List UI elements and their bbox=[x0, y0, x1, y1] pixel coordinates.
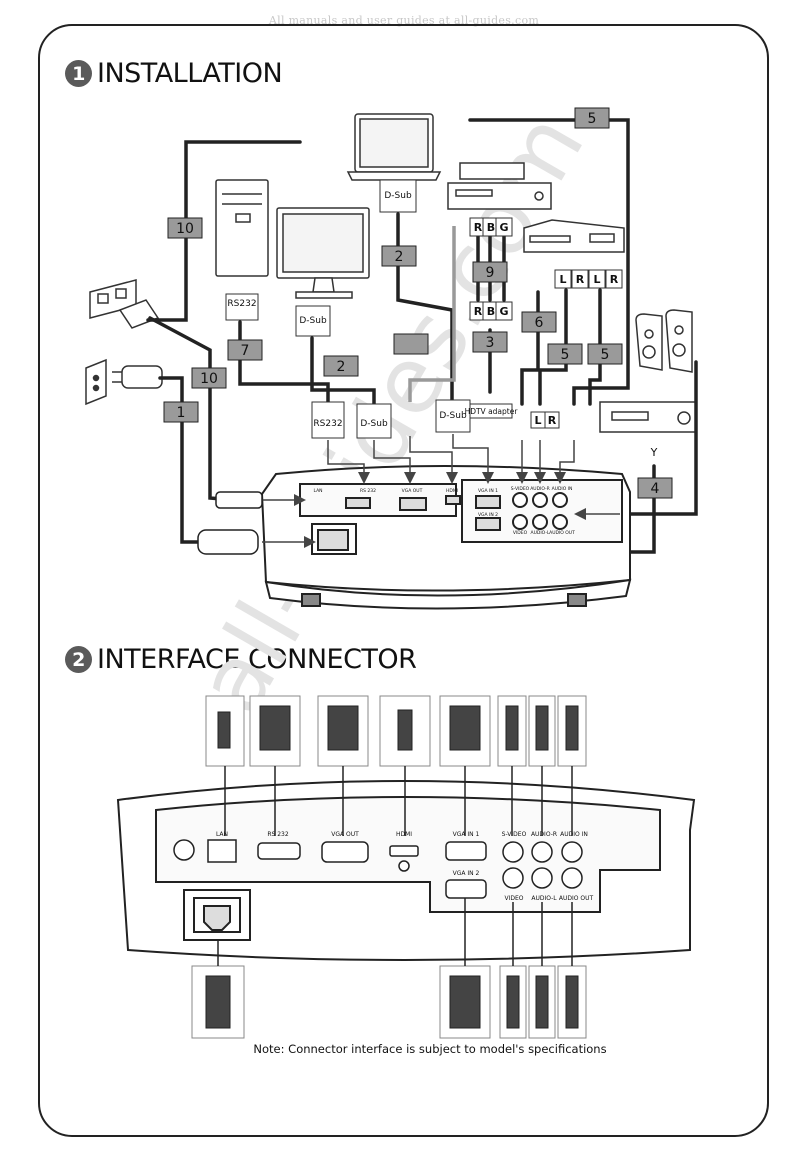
port-label-vga-in-1: VGA IN 1 bbox=[453, 831, 480, 838]
port-label-vga-in-2: VGA IN 2 bbox=[453, 870, 480, 877]
power-wall-socket-icon bbox=[85, 358, 107, 406]
cable-badge-2b: 2 bbox=[337, 359, 346, 375]
cable-badge-5c: 5 bbox=[601, 347, 610, 363]
power-plug-icon bbox=[112, 365, 163, 389]
audio-r-port-icon bbox=[531, 841, 553, 863]
port-label-rs232: RS 232 bbox=[267, 831, 289, 838]
header-note: All manuals and user guides at all-guide… bbox=[268, 14, 540, 27]
monitor-icon bbox=[276, 207, 370, 299]
hdmi-cable bbox=[408, 226, 456, 402]
rs232-top-label: RS232 bbox=[227, 299, 256, 309]
section-title: INSTALLATION bbox=[97, 58, 283, 89]
vcr-icon bbox=[523, 219, 625, 253]
proj-port-lan: LAN bbox=[313, 488, 322, 494]
rgb-top-r: R bbox=[474, 221, 483, 234]
cable-badge-2a: 2 bbox=[395, 249, 404, 265]
cable-badge-9: 9 bbox=[486, 265, 495, 281]
cable-badge-6: 6 bbox=[535, 315, 544, 331]
proj-port-s-video: S-VIDEO bbox=[511, 486, 530, 492]
proj-port-rs232: RS 232 bbox=[360, 488, 376, 494]
s-video-port-icon bbox=[502, 841, 524, 863]
dvd-player-icon bbox=[447, 162, 552, 210]
dsub-laptop-label: D-Sub bbox=[384, 191, 412, 201]
cable-badge-7: 7 bbox=[241, 343, 250, 359]
section-heading-installation: 1 INSTALLATION bbox=[65, 58, 283, 89]
proj-port-hdmi: HDMI bbox=[446, 488, 458, 494]
section-title: INTERFACE CONNECTOR bbox=[97, 644, 417, 675]
rgb-bottom-b: B bbox=[487, 305, 495, 318]
port-label-video: VIDEO bbox=[504, 895, 523, 902]
proj-port-vga-out: VGA OUT bbox=[402, 488, 423, 494]
vga-in-1-port-icon bbox=[445, 841, 487, 861]
projector-rear-illustration bbox=[260, 465, 632, 610]
pc-tower-icon bbox=[215, 179, 269, 277]
proj-port-audio-l: AUDIO-L bbox=[531, 530, 550, 536]
audio-l-1: L bbox=[559, 273, 566, 286]
proj-port-audio-out: AUDIO OUT bbox=[549, 530, 575, 536]
proj-port-video: VIDEO bbox=[513, 530, 528, 536]
cable-badge-4: 4 bbox=[651, 481, 660, 497]
page-frame bbox=[38, 24, 769, 1137]
audio-out-port-icon bbox=[561, 867, 583, 889]
proj-port-vga-in-1: VGA IN 1 bbox=[478, 488, 498, 494]
dsub-bottom-left-label: D-Sub bbox=[360, 419, 388, 429]
speakers-icon bbox=[635, 309, 693, 373]
amplifier-icon bbox=[599, 401, 697, 433]
section-number-badge: 1 bbox=[65, 60, 92, 87]
audio-l-port-icon bbox=[531, 867, 553, 889]
lan-port-icon bbox=[207, 839, 237, 863]
cable-badge-3: 3 bbox=[486, 335, 495, 351]
rs232-bottom-label: RS232 bbox=[313, 419, 342, 429]
rgb-bottom-r: R bbox=[474, 305, 483, 318]
audio-in-port-icon bbox=[561, 841, 583, 863]
audio-r-1: R bbox=[576, 273, 585, 286]
section-number-badge: 2 bbox=[65, 646, 92, 673]
proj-port-audio-in: AUDIO IN bbox=[552, 486, 573, 492]
leader-lines bbox=[217, 766, 573, 966]
cable-badge-10a: 10 bbox=[176, 221, 194, 237]
back-panel-ports bbox=[173, 839, 583, 899]
audio-l-bottom: L bbox=[534, 414, 541, 427]
audio-l-2: L bbox=[593, 273, 600, 286]
port-label-hdmi: HDMI bbox=[396, 831, 412, 838]
hdmi-screw-icon bbox=[398, 860, 410, 872]
rs232-port-icon bbox=[257, 842, 301, 860]
proj-port-vga-in-2: VGA IN 2 bbox=[478, 512, 498, 518]
vga-in-2-port-icon bbox=[445, 879, 487, 899]
connection-arrows bbox=[262, 434, 620, 548]
lens-hole bbox=[173, 839, 195, 861]
audio-r-2: R bbox=[610, 273, 619, 286]
cable-badge-5b: 5 bbox=[561, 347, 570, 363]
port-label-lan: LAN bbox=[216, 831, 228, 838]
cable-badge-1: 1 bbox=[177, 405, 186, 421]
connector-note: Note: Connector interface is subject to … bbox=[253, 1042, 607, 1056]
connector-images-bottom bbox=[191, 965, 587, 1039]
proj-port-audio-r: AUDIO-R bbox=[530, 486, 550, 492]
cable-badge-blank bbox=[393, 333, 429, 355]
vga-out-port-icon bbox=[321, 841, 369, 863]
rgb-top-b: B bbox=[487, 221, 495, 234]
rgb-bottom-g: G bbox=[499, 305, 508, 318]
port-label-audio-out: AUDIO OUT bbox=[559, 895, 594, 902]
dsub-bottom-right-label: D-Sub bbox=[439, 411, 467, 421]
port-label-audio-l: AUDIO-L bbox=[531, 895, 557, 902]
laptop-icon bbox=[346, 113, 442, 181]
y-connector-label: Y bbox=[650, 446, 658, 459]
section-heading-interface-connector: 2 INTERFACE CONNECTOR bbox=[65, 644, 417, 675]
port-label-audio-in: AUDIO IN bbox=[560, 831, 588, 838]
hdmi-port-icon bbox=[389, 845, 419, 857]
lan-connector-projector-icon bbox=[215, 491, 263, 509]
rgb-top-g: G bbox=[499, 221, 508, 234]
hdtv-adapter-label: HDTV adapter bbox=[465, 407, 519, 416]
port-label-audio-r: AUDIO-R bbox=[531, 831, 557, 838]
video-port-icon bbox=[502, 867, 524, 889]
power-connector-projector-icon bbox=[197, 529, 259, 555]
port-label-vga-out: VGA OUT bbox=[331, 831, 359, 838]
cable-badge-5a: 5 bbox=[588, 111, 597, 127]
dsub-monitor-label: D-Sub bbox=[299, 316, 327, 326]
audio-r-bottom: R bbox=[548, 414, 557, 427]
port-label-s-video: S-VIDEO bbox=[502, 831, 527, 838]
cable-badge-10b: 10 bbox=[200, 371, 218, 387]
